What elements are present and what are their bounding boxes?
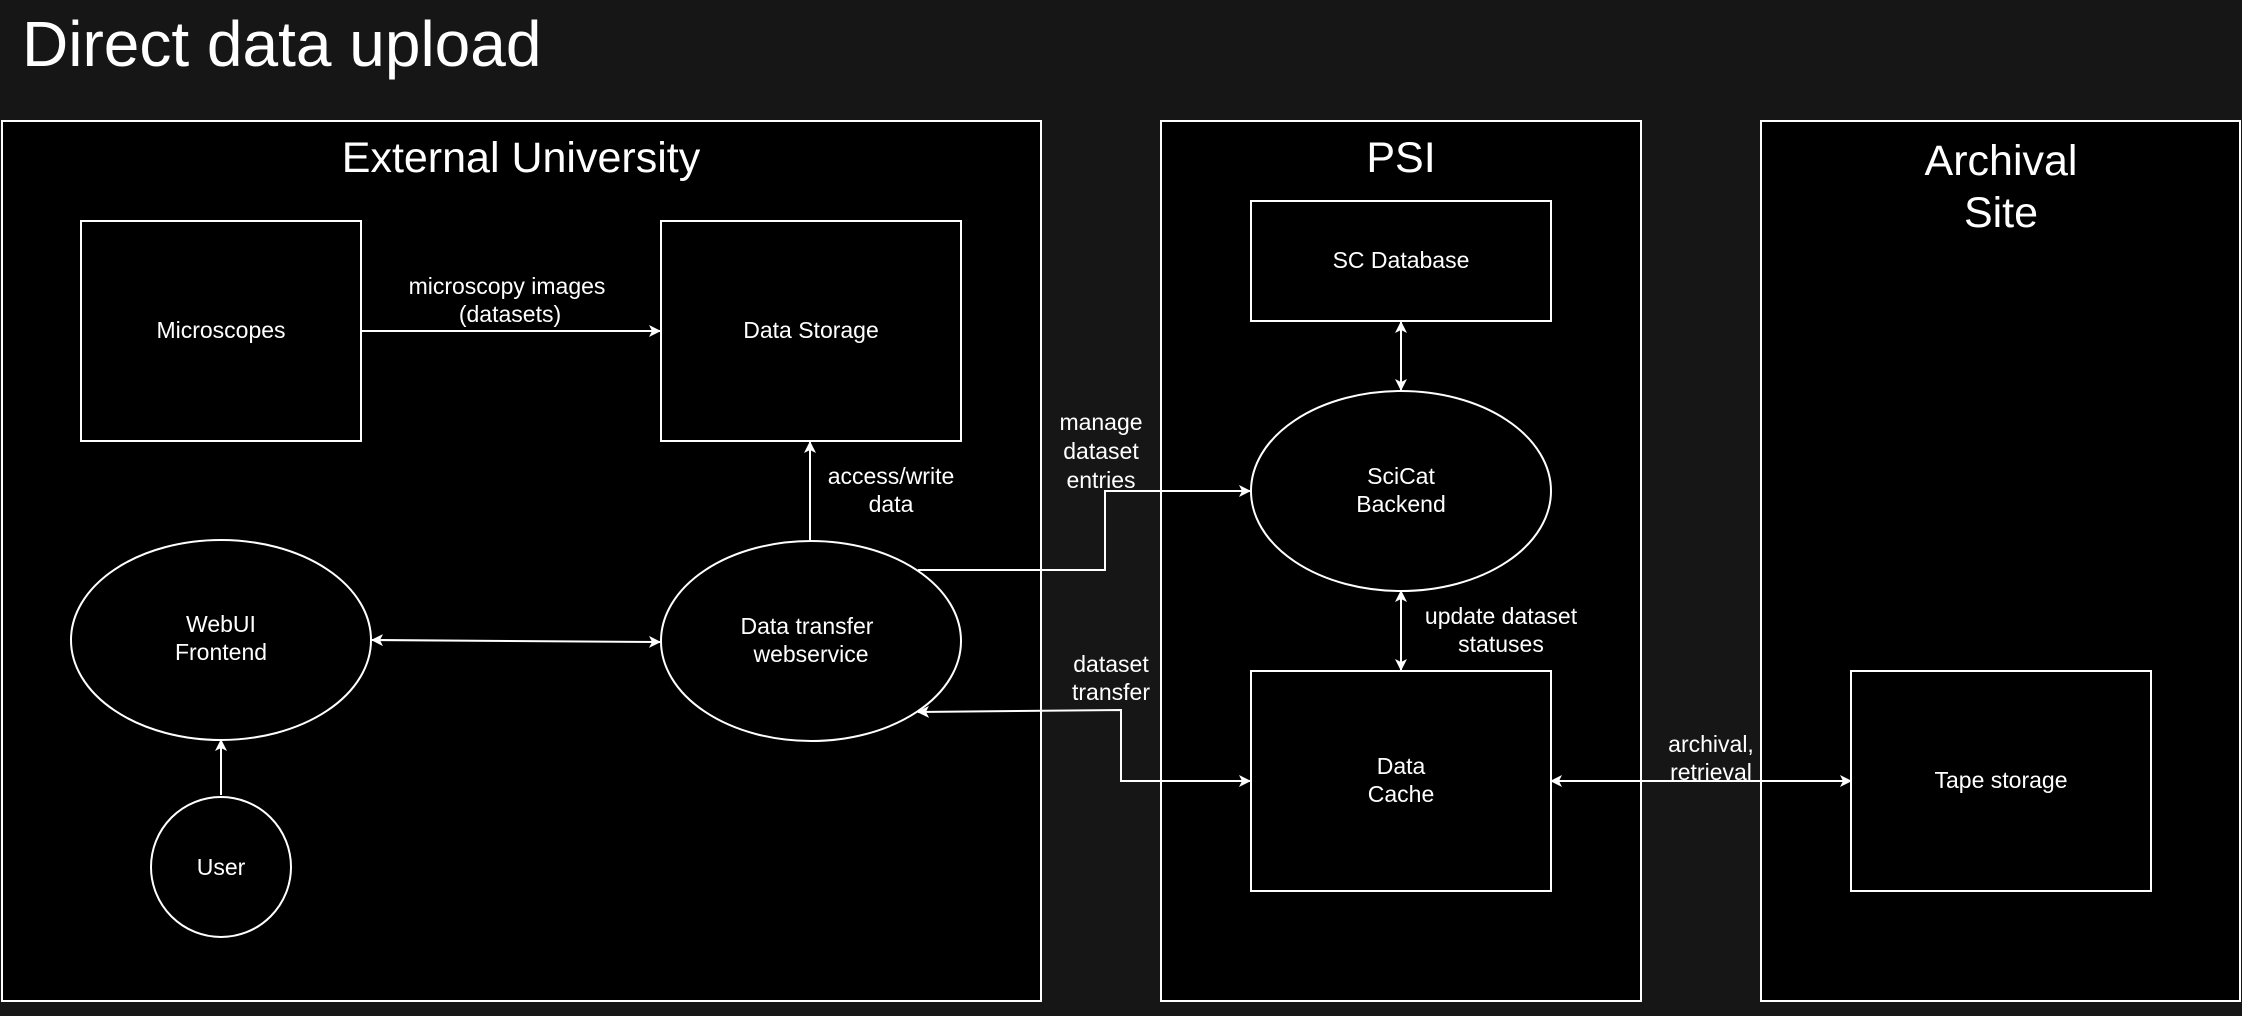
node-data-cache-label-line-2: Cache (1368, 781, 1434, 807)
edge-label-microscopy-images-line-1: microscopy images (409, 273, 606, 299)
edge-label-archival-retrieval-line-1: archival, (1668, 731, 1754, 757)
edges (215, 321, 1852, 795)
edge-label-update-statuses-line-2: statuses (1458, 631, 1544, 657)
node-data-transfer-ellipse (660, 540, 962, 742)
node-tape-storage-box (1850, 670, 2152, 892)
node-tape-storage: Tape storage (1850, 670, 2152, 892)
node-scicat-backend-label-line-2: Backend (1356, 491, 1446, 517)
node-scicat-backend-ellipse (1250, 390, 1552, 592)
node-data-storage-label: Data Storage (743, 317, 879, 343)
node-microscopes: Microscopes (80, 220, 362, 442)
region-psi-title: PSI (1366, 134, 1435, 182)
node-scicat-backend: SciCat Backend (1250, 390, 1552, 592)
region-archival-site-title-line-2: Site (1964, 189, 2038, 237)
node-user-label: User (197, 854, 246, 880)
node-sc-database-label: SC Database (1333, 247, 1470, 273)
edge-label-manage-entries-line-2: dataset (1063, 438, 1139, 464)
node-webui-frontend: WebUI Frontend (70, 539, 372, 741)
node-user-circle (150, 796, 292, 938)
edge-label-dataset-transfer-line-2: transfer (1072, 679, 1150, 705)
edge-label-microscopy-images-line-2: (datasets) (459, 301, 561, 327)
node-data-transfer-label-line-1: Data transfer (741, 613, 874, 639)
node-webui-frontend-label-line-2: Frontend (175, 639, 267, 665)
edge-label-dataset-transfer-line-1: dataset (1073, 651, 1149, 677)
node-user: User (150, 796, 292, 938)
node-sc-database: SC Database (1250, 200, 1552, 322)
node-data-cache-label-line-1: Data (1377, 753, 1426, 779)
node-scicat-backend-label-line-1: SciCat (1367, 463, 1435, 489)
node-webui-frontend-ellipse (70, 539, 372, 741)
node-sc-database-box (1250, 200, 1552, 322)
region-archival-site-title-line-1: Archival (1925, 137, 2078, 185)
node-tape-storage-label: Tape storage (1935, 767, 2068, 793)
edge-label-archival-retrieval-line-2: retrieval (1670, 759, 1752, 785)
node-microscopes-box (80, 220, 362, 442)
edge-label-manage-entries-line-1: manage (1059, 409, 1142, 435)
node-webui-frontend-label-line-1: WebUI (186, 611, 256, 637)
edge-transfer-to-backend (918, 485, 1251, 571)
edge-label-access-write-line-1: access/write (828, 463, 955, 489)
edge-transfer-to-cache (917, 705, 1251, 787)
page-title: Direct data upload (22, 8, 541, 80)
node-data-transfer-label-line-2: webservice (752, 641, 868, 667)
node-data-transfer-webservice: Data transfer webservice (660, 540, 962, 742)
node-microscopes-label: Microscopes (156, 317, 285, 343)
node-data-cache: Data Cache (1250, 670, 1552, 892)
node-data-storage-box (660, 220, 962, 442)
edge-label-access-write-line-2: data (869, 491, 914, 517)
edge-label-update-statuses-line-1: update dataset (1425, 603, 1578, 629)
node-data-cache-box (1250, 670, 1552, 892)
edge-label-manage-entries-line-3: entries (1066, 467, 1135, 493)
region-external-university-title: External University (342, 134, 701, 182)
edge-labels: microscopy images (datasets) access/writ… (409, 273, 1754, 785)
node-data-storage: Data Storage (660, 220, 962, 442)
edge-frontend-to-transfer (371, 634, 661, 648)
